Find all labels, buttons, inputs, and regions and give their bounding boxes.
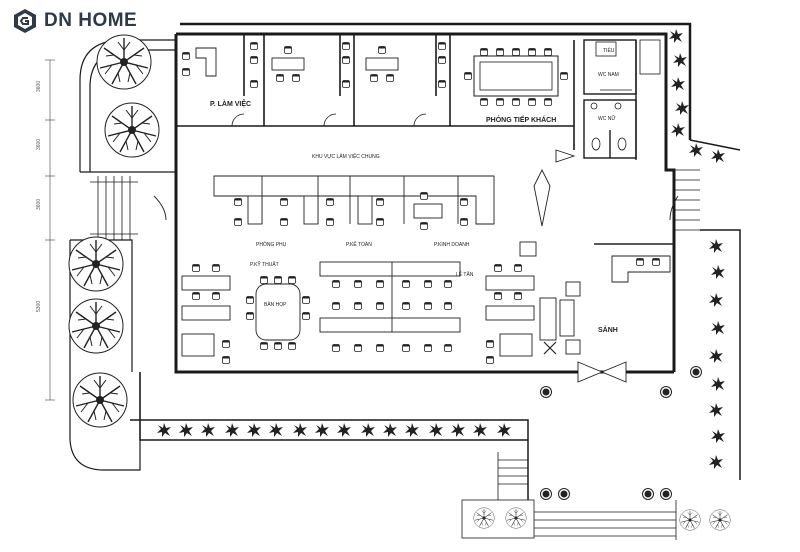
top-offices [176,34,451,127]
lower-left-chairs [192,264,522,364]
room-label-urinal: TIỂU [603,47,615,54]
outer-walls [130,22,741,500]
left-stairs [90,176,138,240]
dim-2: 3600 [36,139,42,150]
label-dept-c: P.KINH DOANH [434,242,470,248]
tree-left-2 [104,102,160,158]
room-label-wc-male: WC NAM [598,72,619,78]
label-dept-b: P.KẾ TOÁN [346,241,372,248]
tree-left-3 [68,236,124,292]
dimension-line-left: 3600 3600 3600 5300 [36,59,55,401]
shrubs-right [709,239,725,469]
lobby [519,241,674,383]
office-chairs [182,42,446,88]
room-label-work: P. LÀM VIỆC [210,99,251,108]
brand-name: DN HOME [44,10,138,31]
shrubs-top-right [669,29,725,163]
room-label-lobby: SẢNH [598,325,618,334]
guest-room [450,40,575,150]
corridor-doors [153,149,679,227]
central-desks [213,175,495,225]
tree-left-5 [72,372,128,428]
room-label-wc-female: WC NỮ [598,115,616,122]
dim-4: 5300 [36,301,42,312]
lower-left-zone [181,261,535,357]
label-reception: LỄ TÂN [456,271,474,278]
hexagon-g-logo-icon [14,9,36,33]
dim-3: 3600 [36,199,42,210]
dim-1: 3600 [36,81,42,92]
tree-left-4 [68,298,124,354]
wc-block [583,39,661,160]
columns [540,366,702,500]
label-shared-dept: P.KỸ THUẬT [250,261,279,268]
entrance-steps [461,452,677,540]
tree-left-1 [96,34,152,90]
brand-logo: DN HOME [12,8,137,34]
label-meeting-table: BÀN HỌP [264,301,287,308]
right-stairs [674,169,700,231]
shrubs-bottom [157,423,511,437]
label-dept-a: PHÒNG PHỤ [256,241,287,248]
label-corridor: KHU VỰC LÀM VIỆC CHUNG [312,152,380,160]
entrance-trees [473,507,731,531]
office-furniture [195,47,399,77]
room-label-guest: PHÒNG TIẾP KHÁCH [486,114,556,124]
